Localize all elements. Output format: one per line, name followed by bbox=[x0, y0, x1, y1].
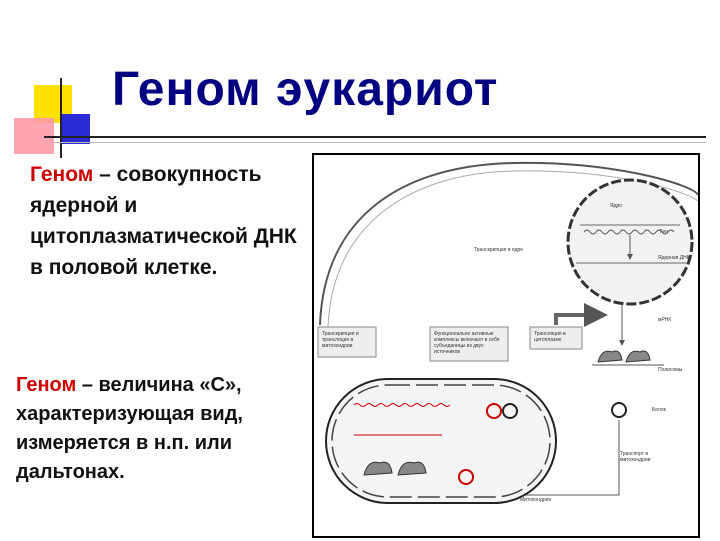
mitochondrion bbox=[326, 379, 556, 503]
decor-vertical-line bbox=[60, 78, 62, 158]
decor-blue-square bbox=[60, 114, 90, 144]
title-underline-shadow bbox=[54, 142, 706, 143]
label-mitochondrion: Митохондрия bbox=[520, 497, 551, 503]
label-transcription-nucleus: Транскрипция в ядре bbox=[474, 247, 523, 253]
ribosome-cyto-1 bbox=[598, 351, 622, 362]
label-gene: Ген bbox=[660, 229, 668, 235]
protein-cyto bbox=[612, 403, 626, 417]
label-translation-cytoplasm: Трансляция в цитоплазме bbox=[534, 331, 580, 343]
label-transport: Транспорт в митохондрии bbox=[620, 451, 666, 463]
slide-title: Геном эукариот bbox=[112, 62, 498, 117]
arrow-from-nucleus bbox=[556, 315, 604, 325]
title-underline bbox=[44, 136, 706, 138]
genome-diagram: Ядро Транскрипция в ядре Ген Ядерная ДНК… bbox=[312, 153, 700, 538]
label-mrna: мРНК bbox=[658, 317, 671, 323]
label-nucleus: Ядро bbox=[610, 203, 622, 209]
ribosome-cyto-2 bbox=[626, 351, 650, 362]
definition-term: Геном bbox=[30, 163, 93, 186]
label-nuclear-dna: Ядерная ДНК bbox=[658, 255, 690, 261]
label-transcription-mito: Транскрипция и трансляция в митохондрии bbox=[322, 331, 374, 349]
label-functional-complexes: Функционально активные комплексы включаю… bbox=[434, 331, 506, 355]
definition-block: Геном – совокупность ядерной и цитоплазм… bbox=[30, 159, 310, 283]
label-protein: Белок bbox=[652, 407, 666, 413]
label-polysome: Полисомы bbox=[658, 367, 682, 373]
second-definition-block: Геном – величина «С», характеризующая ви… bbox=[16, 371, 306, 487]
second-term: Геном bbox=[16, 374, 76, 396]
